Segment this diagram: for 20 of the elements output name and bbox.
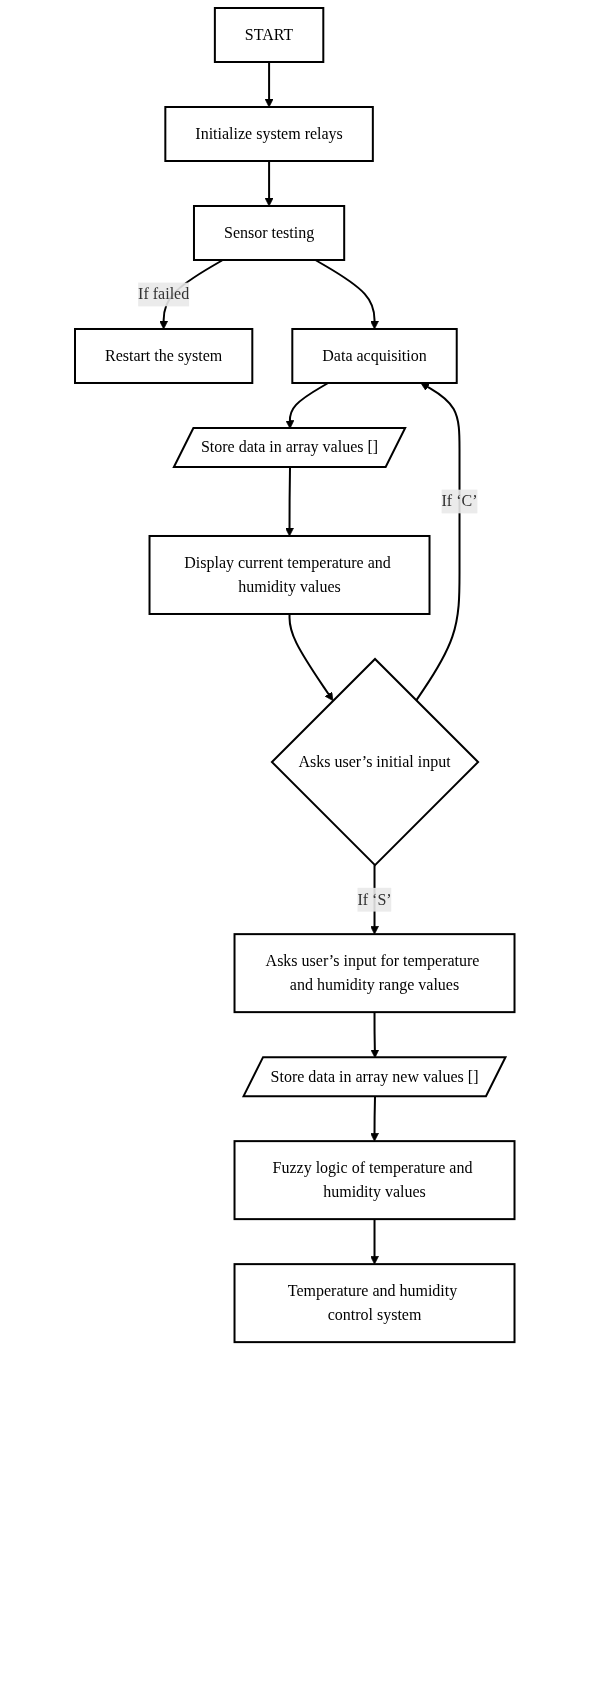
node-box: Asks user’s input for temperature and humidity range values — [233, 933, 516, 1014]
node-diamond: Asks user’s initial input — [270, 657, 480, 867]
arrow — [288, 613, 334, 701]
node-box: Sensor testing — [193, 205, 346, 261]
edge-label: If ‘S’ — [357, 890, 392, 908]
node-box: START — [214, 7, 325, 63]
arrow — [264, 61, 274, 108]
arrow — [370, 1218, 380, 1265]
node-box: Restart the system — [74, 328, 254, 384]
edge-label: If failed — [138, 285, 190, 303]
arrow — [285, 466, 295, 537]
edge-label: If ‘C’ — [441, 492, 478, 510]
node-box: Initialize system relays — [164, 106, 375, 162]
node-box: Fuzzy logic of temperature and humidity values — [233, 1140, 516, 1221]
arrow — [314, 259, 380, 330]
node-box: Display current temperature and humidity values — [148, 535, 431, 615]
arrow — [264, 160, 274, 207]
node-box: Temperature and humidity control system — [233, 1263, 516, 1344]
arrow — [415, 382, 461, 702]
node-box: Data acquisition — [291, 328, 458, 384]
